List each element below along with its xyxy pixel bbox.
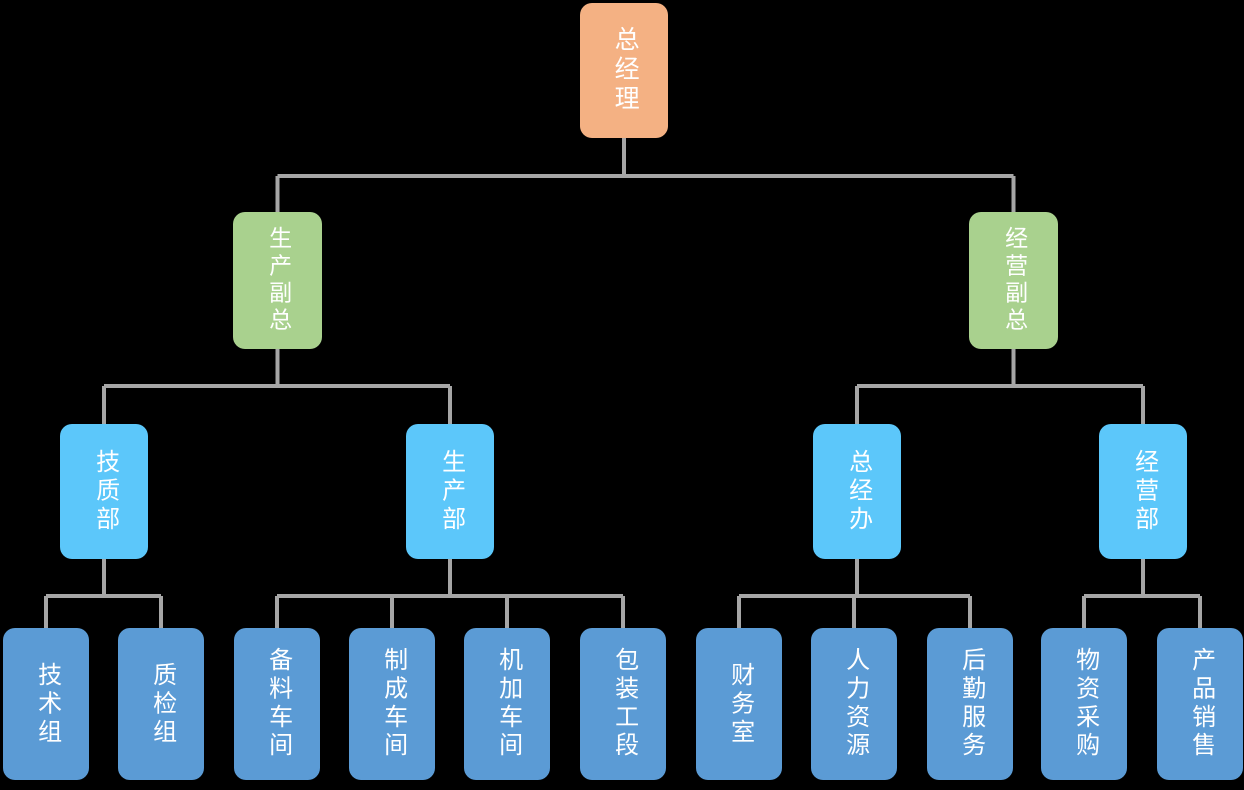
org-node-production-dept[interactable]: 生产部: [406, 424, 494, 559]
org-node-tech-group[interactable]: 技术组: [3, 628, 89, 780]
org-node-material-workshop[interactable]: 备料车间: [234, 628, 320, 780]
org-node-gm-office[interactable]: 总经办: [813, 424, 901, 559]
org-node-manufacture-workshop[interactable]: 制成车间: [349, 628, 435, 780]
org-node-biz-vp[interactable]: 经营副总: [969, 212, 1058, 349]
org-node-material-purchase[interactable]: 物资采购: [1041, 628, 1127, 780]
org-node-packaging-section[interactable]: 包装工段: [580, 628, 666, 780]
org-node-qc-group[interactable]: 质检组: [118, 628, 204, 780]
org-node-human-resources[interactable]: 人力资源: [811, 628, 897, 780]
org-node-machining-workshop[interactable]: 机加车间: [464, 628, 550, 780]
org-node-finance-office[interactable]: 财务室: [696, 628, 782, 780]
org-node-gm[interactable]: 总经理: [580, 3, 668, 138]
org-node-business-dept[interactable]: 经营部: [1099, 424, 1187, 559]
org-node-prod-vp[interactable]: 生产副总: [233, 212, 322, 349]
org-node-tech-quality-dept[interactable]: 技质部: [60, 424, 148, 559]
org-node-logistics-service[interactable]: 后勤服务: [927, 628, 1013, 780]
org-node-product-sales[interactable]: 产品销售: [1157, 628, 1243, 780]
